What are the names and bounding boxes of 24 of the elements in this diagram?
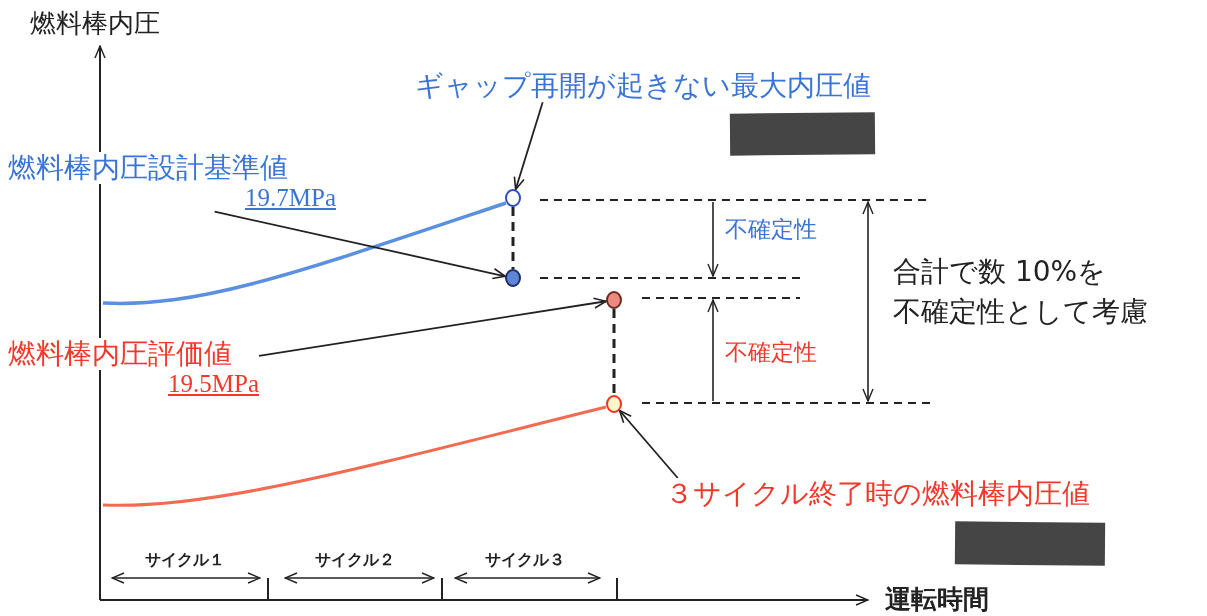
label-text: サイクル１ (145, 550, 225, 570)
leader-arrow (618, 409, 679, 479)
callout-text: ギャップ再開が起きない最大内圧値 (415, 70, 871, 103)
label-text: 不確定性として考慮 (893, 295, 1148, 329)
pressure-value: 19.5MPa (168, 370, 259, 398)
leader-arrow (258, 297, 607, 357)
leader-arrow (213, 210, 507, 280)
dashed-connector (612, 309, 616, 395)
callout-text: 燃料棒内圧評価値 (8, 338, 232, 371)
label-text: 合計で数 10%を (893, 255, 1107, 289)
label-text: 不確定性 (725, 339, 817, 367)
pressure-value: 19.7MPa (245, 184, 336, 212)
label-text: 不確定性 (725, 216, 817, 244)
data-point (505, 189, 521, 207)
callout-text: 燃料棒内圧設計基準値 (8, 152, 288, 185)
leader-arrow (513, 101, 544, 191)
data-point (505, 269, 521, 287)
label-text: 運転時間 (885, 584, 989, 616)
label-text: サイクル３ (485, 550, 565, 570)
dashed-connector (511, 207, 515, 269)
data-point (606, 291, 622, 309)
label-text: サイクル２ (315, 550, 395, 570)
label-text: 燃料棒内圧 (30, 8, 160, 40)
data-point (606, 395, 622, 413)
